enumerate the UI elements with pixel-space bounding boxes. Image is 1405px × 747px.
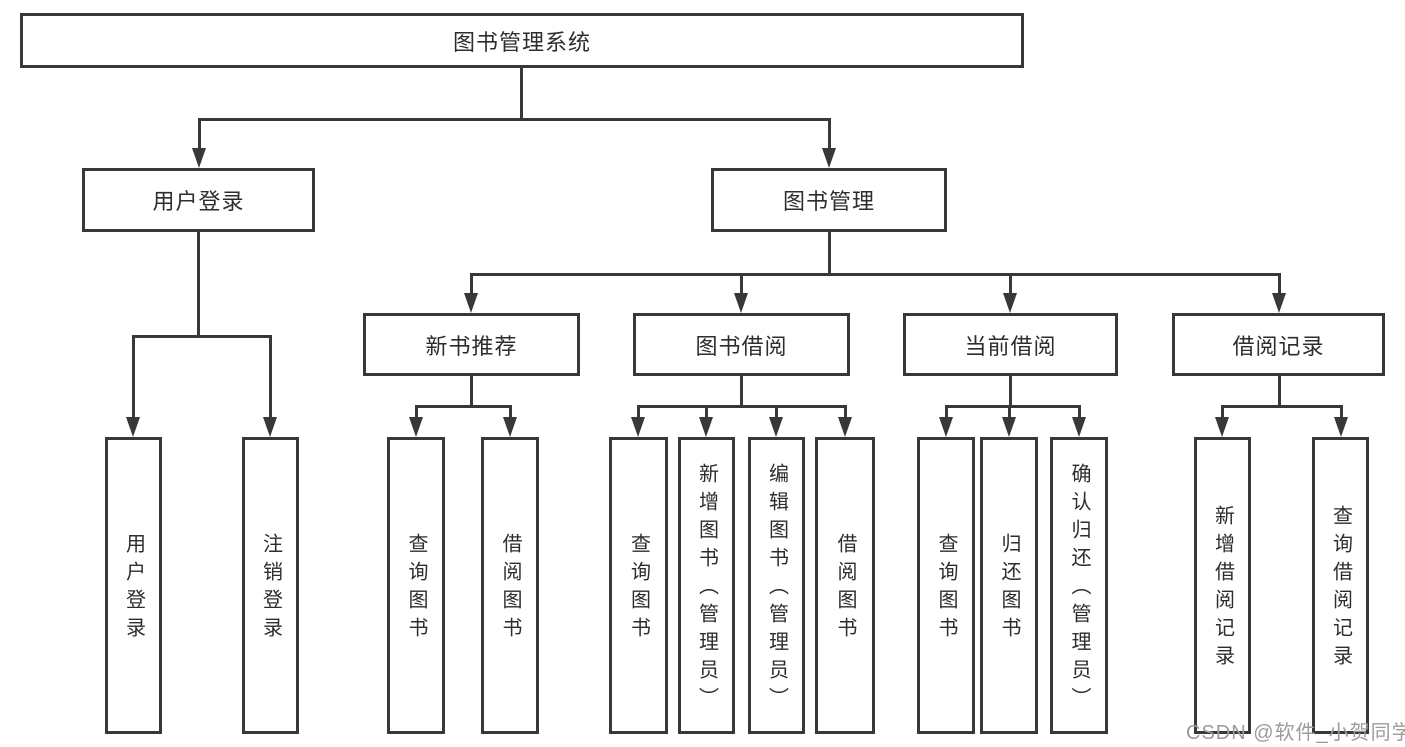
node-new-book-recommendation: 新书推荐	[363, 313, 580, 376]
leaf-label: 借阅图书	[834, 532, 856, 645]
leaf-return-books: 归还图书	[980, 437, 1038, 734]
leaf-label: 编辑图书（管理员）	[765, 462, 788, 715]
leaf-label: 新增借阅记录	[1211, 504, 1234, 673]
csdn-watermark: CSDN @软件_小贺同学	[1186, 722, 1405, 744]
node-current-borrowing: 当前借阅	[903, 313, 1118, 376]
leaf-label: 用户登录	[122, 532, 145, 645]
arrow-down-icon	[631, 417, 645, 437]
leaf-label: 查询图书	[627, 532, 650, 645]
arrow-down-icon	[699, 417, 713, 437]
connector-line	[705, 405, 708, 419]
leaf-label: 确认归还（管理员）	[1068, 462, 1090, 715]
connector-line	[945, 405, 1080, 408]
connector-line	[415, 405, 418, 419]
leaf-add-books-admin: 新增图书（管理员）	[678, 437, 735, 734]
node-label: 图书管理	[782, 189, 875, 214]
leaf-query-books-borrow: 查询图书	[609, 437, 668, 734]
node-book-borrowing: 图书借阅	[633, 313, 850, 376]
arrow-down-icon	[939, 417, 953, 437]
node-library-management-system: 图书管理系统	[20, 13, 1024, 68]
connector-line	[470, 376, 473, 405]
arrow-down-icon	[464, 293, 478, 313]
node-label: 图书借阅	[695, 333, 788, 359]
leaf-label: 注销登录	[259, 532, 282, 645]
connector-line	[132, 335, 135, 419]
leaf-logout: 注销登录	[242, 437, 299, 734]
arrow-down-icon	[822, 148, 836, 168]
node-user-login: 用户登录	[82, 168, 315, 232]
connector-line	[945, 405, 948, 419]
connector-line	[828, 118, 831, 151]
leaf-user-login: 用户登录	[105, 437, 162, 734]
connector-line	[415, 405, 512, 408]
node-label: 用户登录	[152, 189, 245, 214]
arrow-down-icon	[1072, 417, 1086, 437]
node-label: 新书推荐	[425, 333, 518, 359]
arrow-down-icon	[734, 293, 748, 313]
connector-line	[197, 232, 200, 335]
leaf-edit-books-admin: 编辑图书（管理员）	[748, 437, 805, 734]
arrow-down-icon	[409, 417, 423, 437]
arrow-down-icon	[126, 417, 140, 437]
arrow-down-icon	[192, 148, 206, 168]
leaf-label: 借阅图书	[499, 532, 521, 645]
connector-line	[1278, 376, 1281, 405]
connector-line	[1008, 405, 1011, 419]
arrow-down-icon	[263, 417, 277, 437]
connector-line	[470, 273, 1280, 276]
arrow-down-icon	[838, 417, 852, 437]
leaf-label: 归还图书	[998, 532, 1020, 645]
arrow-down-icon	[1272, 293, 1286, 313]
node-label: 当前借阅	[964, 333, 1057, 359]
connector-line	[1009, 273, 1012, 295]
arrow-down-icon	[1002, 417, 1016, 437]
arrow-down-icon	[1334, 417, 1348, 437]
connector-line	[844, 405, 847, 419]
leaf-label: 查询图书	[935, 532, 957, 645]
arrow-down-icon	[503, 417, 517, 437]
node-label: 图书管理系统	[452, 29, 591, 55]
connector-line	[775, 405, 778, 419]
leaf-label: 查询图书	[405, 532, 427, 645]
connector-line	[740, 376, 743, 405]
leaf-query-books-current: 查询图书	[917, 437, 975, 734]
connector-line	[198, 118, 201, 151]
connector-line	[1009, 376, 1012, 405]
connector-line	[1221, 405, 1224, 419]
connector-line	[520, 68, 523, 118]
leaf-label: 新增图书（管理员）	[695, 462, 718, 715]
connector-line	[1278, 273, 1281, 295]
leaf-label: 查询借阅记录	[1329, 504, 1352, 673]
connector-line	[269, 335, 272, 419]
arrow-down-icon	[1003, 293, 1017, 313]
node-label: 借阅记录	[1232, 333, 1325, 359]
arrow-down-icon	[769, 417, 783, 437]
leaf-borrow-books: 借阅图书	[815, 437, 875, 734]
connector-line	[637, 405, 847, 408]
arrow-down-icon	[1215, 417, 1229, 437]
leaf-confirm-return-admin: 确认归还（管理员）	[1050, 437, 1108, 734]
node-book-management: 图书管理	[711, 168, 947, 232]
connector-line	[1340, 405, 1343, 419]
node-borrowing-records: 借阅记录	[1172, 313, 1385, 376]
connector-line	[509, 405, 512, 419]
connector-line	[1221, 405, 1342, 408]
connector-line	[198, 118, 831, 121]
leaf-add-borrow-record: 新增借阅记录	[1194, 437, 1251, 734]
connector-line	[132, 335, 272, 338]
connector-line	[637, 405, 640, 419]
leaf-query-books-recommend: 查询图书	[387, 437, 445, 734]
connector-line	[470, 273, 473, 295]
connector-line	[1078, 405, 1081, 419]
connector-line	[740, 273, 743, 295]
leaf-borrow-books-recommend: 借阅图书	[481, 437, 539, 734]
connector-line	[828, 232, 831, 273]
leaf-query-borrow-record: 查询借阅记录	[1312, 437, 1369, 734]
